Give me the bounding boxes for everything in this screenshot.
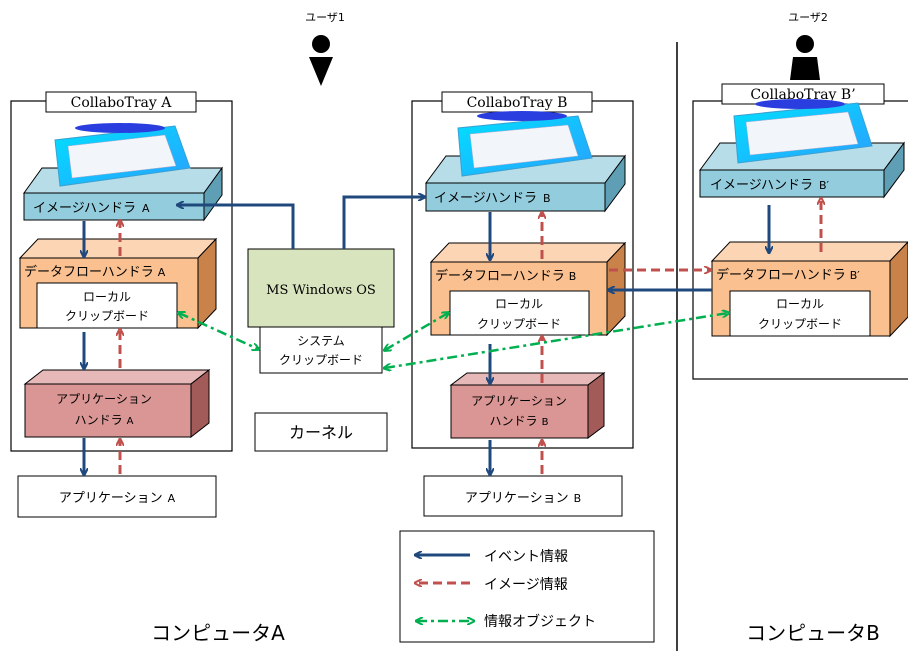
kernel-label: カーネル — [289, 423, 353, 442]
local-clipboard-b2-line2: クリップボード — [758, 317, 842, 331]
local-clipboard-b-line1: ローカル — [495, 297, 543, 311]
app-handler-b-line1: アプリケーション — [471, 394, 567, 408]
local-clipboard-a-line2: クリップボード — [65, 309, 149, 323]
user2-figure — [790, 35, 820, 80]
computer-b-label: コンピュータB — [746, 621, 880, 645]
windows-os-label: MS Windows OS — [266, 283, 376, 298]
event-arrows — [84, 197, 769, 474]
legend-object-label: 情報オブジェクト — [484, 613, 596, 630]
local-clipboard-a-line1: ローカル — [83, 290, 131, 304]
user1-label: ユーザ1 — [305, 11, 345, 24]
local-clipboard-b2-line1: ローカル — [776, 297, 824, 311]
kernel-box — [254, 412, 388, 452]
system-clipboard-line1: システム — [297, 334, 345, 348]
application-b-box — [423, 475, 623, 517]
local-clipboard-b2 — [729, 290, 871, 337]
collabotray-a-title: CollaboTray A — [71, 95, 173, 111]
object-arrows — [179, 313, 728, 368]
user2-label: ユーザ2 — [788, 11, 828, 24]
local-clipboard-b-line2: クリップボード — [477, 317, 561, 331]
user1-figure — [309, 35, 333, 86]
local-clipboard-a — [36, 282, 178, 329]
system-clipboard-line2: クリップボード — [279, 353, 363, 367]
collabotray-b2-title: CollaboTray B’ — [750, 87, 855, 103]
computer-a-label: コンピュータA — [151, 621, 285, 645]
legend-event-label: イベント情報 — [484, 549, 568, 565]
application-a-box — [17, 475, 217, 518]
collabotray-b-title: CollaboTray B — [467, 95, 568, 111]
legend-image-label: イメージ情報 — [484, 577, 568, 593]
app-handler-a-line1: アプリケーション — [56, 392, 152, 406]
